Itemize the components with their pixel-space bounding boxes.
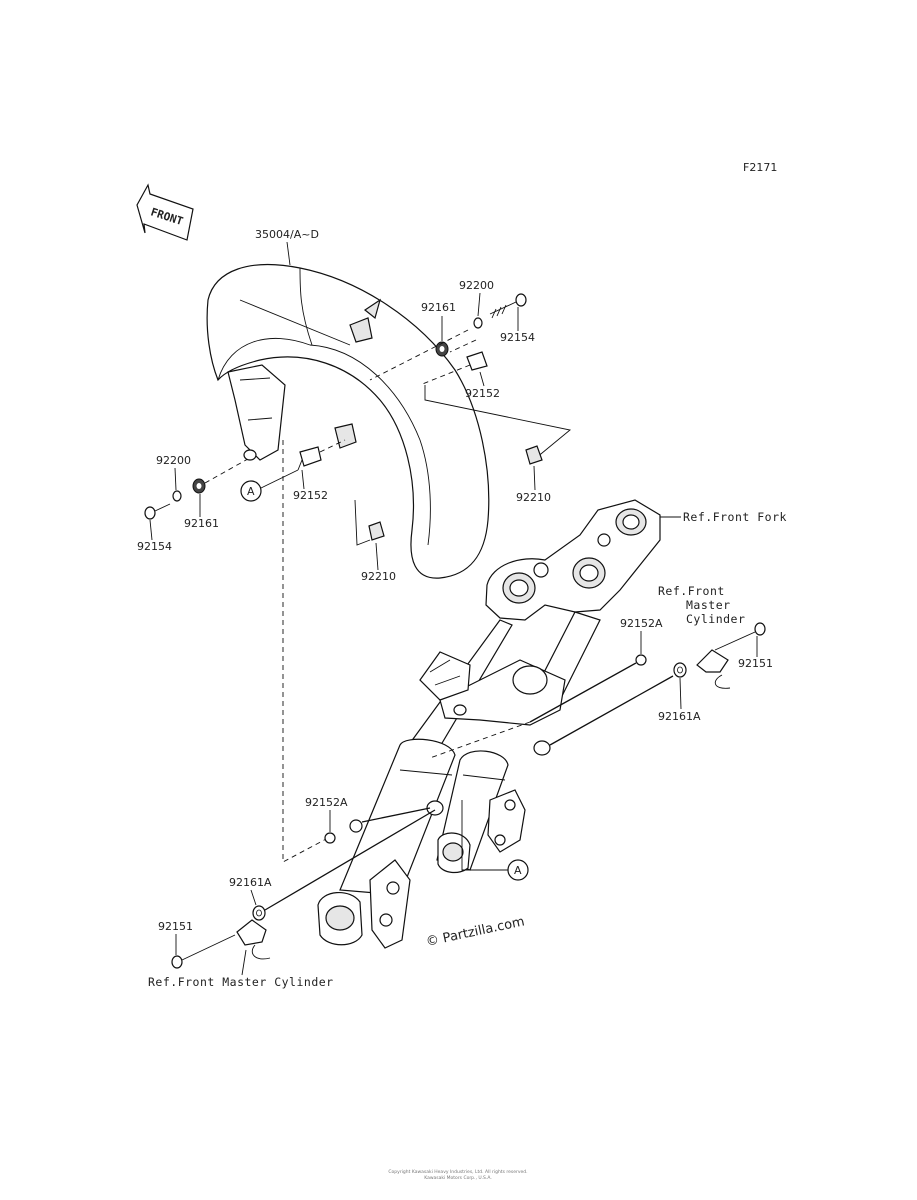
fender-mount-left — [243, 449, 257, 461]
spacer-a-right — [635, 654, 647, 666]
bolt-mc-left — [171, 934, 236, 969]
spacer-a-left — [324, 832, 336, 844]
spacer-right-label: 92152 — [465, 387, 500, 400]
footer-line2: Kawasaki Motors Corp., U.S.A. — [424, 1175, 492, 1181]
fender-mount-lower-left — [349, 819, 363, 833]
callout-a-top: A — [240, 480, 262, 502]
nut-left-label: 92161 — [184, 517, 219, 530]
collar-right-label: 92200 — [459, 279, 494, 292]
mc-left-ref-label: Ref.Front Master Cylinder — [148, 975, 334, 989]
collar-left — [172, 490, 182, 502]
nut-a-left — [252, 905, 266, 921]
front-fender — [206, 264, 490, 579]
clip-left-label: 92210 — [361, 570, 396, 583]
spacer-left-label: 92152 — [293, 489, 328, 502]
spacer-a-left-label: 92152A — [305, 796, 348, 809]
clip-left — [368, 521, 385, 541]
spacer-left — [297, 446, 322, 471]
mc-right-ref-line1: Ref.Front — [658, 584, 725, 598]
bolt-left-label: 92154 — [137, 540, 172, 553]
mc-right-ref-line2: Master — [686, 598, 731, 612]
clamp-bracket-right — [696, 649, 731, 689]
watermark: © Partzilla.com — [425, 914, 526, 950]
footer-line1: Copyright Kawasaki Heavy Industries, Ltd… — [388, 1169, 527, 1175]
svg-text:A: A — [247, 485, 255, 498]
mc-right-ref-line3: Cylinder — [686, 612, 745, 626]
bolt-mc-right — [714, 622, 766, 651]
spacer-right — [466, 351, 488, 371]
front-arrow-icon: FRONT — [136, 183, 194, 241]
bolt-mc-left-label: 92151 — [158, 920, 193, 933]
collar-right — [473, 317, 483, 329]
clip-right — [525, 445, 543, 465]
diagram-code: F2171 — [743, 161, 777, 174]
fender-label: 35004/A~D — [255, 228, 319, 241]
front-fork-assembly — [317, 499, 661, 949]
nut-right-label: 92161 — [421, 301, 456, 314]
callout-a-bottom: A — [507, 859, 529, 881]
nut-a-right-label: 92161A — [658, 710, 701, 723]
svg-text:A: A — [514, 864, 522, 877]
bolt-left — [144, 503, 171, 520]
bolt-right — [489, 293, 527, 319]
nut-right — [435, 341, 449, 357]
nut-left — [192, 478, 206, 494]
bolt-mc-right-label: 92151 — [738, 657, 773, 670]
nut-a-left-label: 92161A — [229, 876, 272, 889]
clamp-bracket-left — [236, 919, 271, 960]
bolt-right-label: 92154 — [500, 331, 535, 344]
clip-right-label: 92210 — [516, 491, 551, 504]
collar-left-label: 92200 — [156, 454, 191, 467]
nut-a-right — [673, 662, 687, 678]
front-fork-ref-label: Ref.Front Fork — [683, 510, 787, 524]
spacer-a-right-label: 92152A — [620, 617, 663, 630]
